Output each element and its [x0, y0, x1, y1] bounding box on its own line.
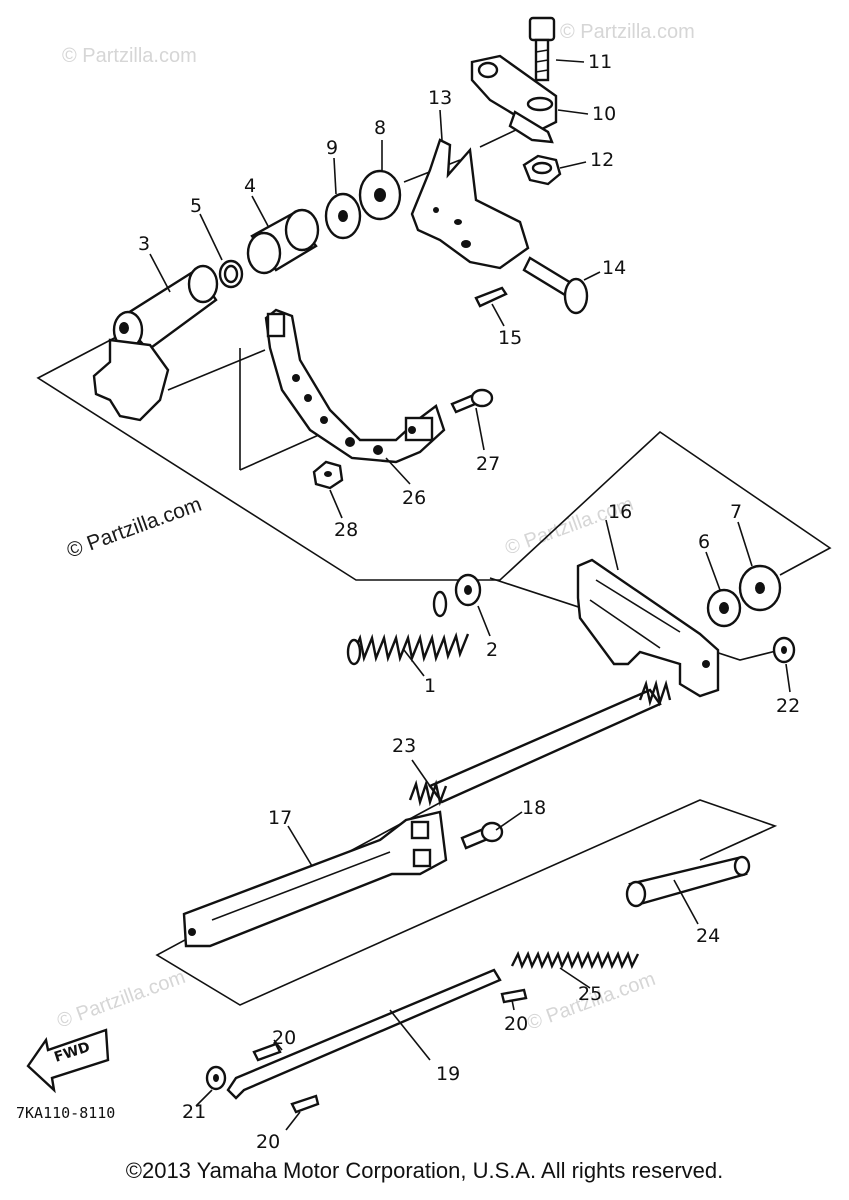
spring-part	[510, 950, 640, 970]
shift-lever-part	[576, 558, 720, 698]
arc-plate-part	[264, 308, 446, 464]
lever-arm-part	[182, 810, 448, 948]
bolt-part	[460, 821, 504, 850]
callout-19: 19	[436, 1063, 460, 1085]
callout-4: 4	[244, 175, 256, 197]
callout-27: 27	[476, 453, 500, 475]
callout-8: 8	[374, 117, 386, 139]
callout-25: 25	[578, 983, 602, 1005]
callout-6: 6	[698, 531, 710, 553]
callout-22: 22	[776, 695, 800, 717]
spring-rod-part	[408, 679, 672, 807]
callout-14: 14	[602, 257, 626, 279]
spring-part	[346, 590, 470, 666]
link-bracket-part	[470, 54, 558, 144]
callout-20: 20	[504, 1013, 528, 1035]
clip-part	[500, 988, 528, 1004]
callout-13: 13	[428, 87, 452, 109]
washer-part	[738, 564, 782, 612]
collar-part	[246, 208, 320, 275]
callout-20: 20	[272, 1027, 296, 1049]
washer-part	[358, 169, 402, 221]
lever-bracket-part	[410, 138, 530, 270]
bolt-part	[528, 16, 556, 82]
callout-18: 18	[522, 797, 546, 819]
callout-26: 26	[402, 487, 426, 509]
nut-part	[522, 154, 562, 186]
callout-20: 20	[256, 1131, 280, 1153]
callout-3: 3	[138, 233, 150, 255]
callout-2: 2	[486, 639, 498, 661]
callout-16: 16	[608, 501, 632, 523]
copyright-notice: ©2013 Yamaha Motor Corporation, U.S.A. A…	[125, 1158, 724, 1183]
callout-12: 12	[590, 149, 614, 171]
screw-part	[450, 388, 494, 414]
parts-diagram: © Partzilla.com © Partzilla.com © Partzi…	[16, 16, 832, 1153]
callout-21: 21	[182, 1101, 206, 1123]
callout-10: 10	[592, 103, 616, 125]
nut-part	[312, 460, 344, 490]
washer-part	[205, 1065, 227, 1091]
diagram-code: 7KA110-8110	[16, 1104, 115, 1122]
leader-line	[167, 349, 266, 391]
assembly-outline-lower	[155, 799, 778, 1006]
shaft-part	[625, 855, 751, 908]
callout-17: 17	[268, 807, 292, 829]
callout-24: 24	[696, 925, 720, 947]
assembly-outline-middle	[489, 577, 781, 661]
watermark-dark: © Partzilla.com	[64, 493, 205, 563]
callout-28: 28	[334, 519, 358, 541]
fwd-arrow-icon: FWD	[26, 1028, 110, 1094]
rod-part	[226, 968, 502, 1100]
callout-15: 15	[498, 327, 522, 349]
watermark: © Partzilla.com	[62, 45, 197, 67]
clip-part	[252, 1042, 282, 1062]
leader-line	[479, 127, 521, 148]
washer-part	[324, 192, 362, 240]
callout-23: 23	[392, 735, 416, 757]
washer-part	[706, 588, 742, 628]
watermark: © Partzilla.com	[560, 21, 695, 43]
washer-part	[454, 573, 482, 607]
shift-fork-part	[92, 264, 219, 422]
pin-part	[522, 256, 589, 315]
clip-part	[290, 1094, 320, 1114]
callout-1: 1	[424, 675, 436, 697]
callout-7: 7	[730, 501, 742, 523]
leader-line	[239, 429, 331, 471]
washer-part	[772, 636, 796, 664]
watermark: © Partzilla.com	[54, 966, 188, 1033]
cotter-pin-part	[474, 286, 508, 308]
callout-11: 11	[588, 51, 612, 73]
ring-part	[218, 259, 244, 289]
assembly-outline-upper	[36, 334, 832, 581]
callout-9: 9	[326, 137, 338, 159]
callout-5: 5	[190, 195, 202, 217]
